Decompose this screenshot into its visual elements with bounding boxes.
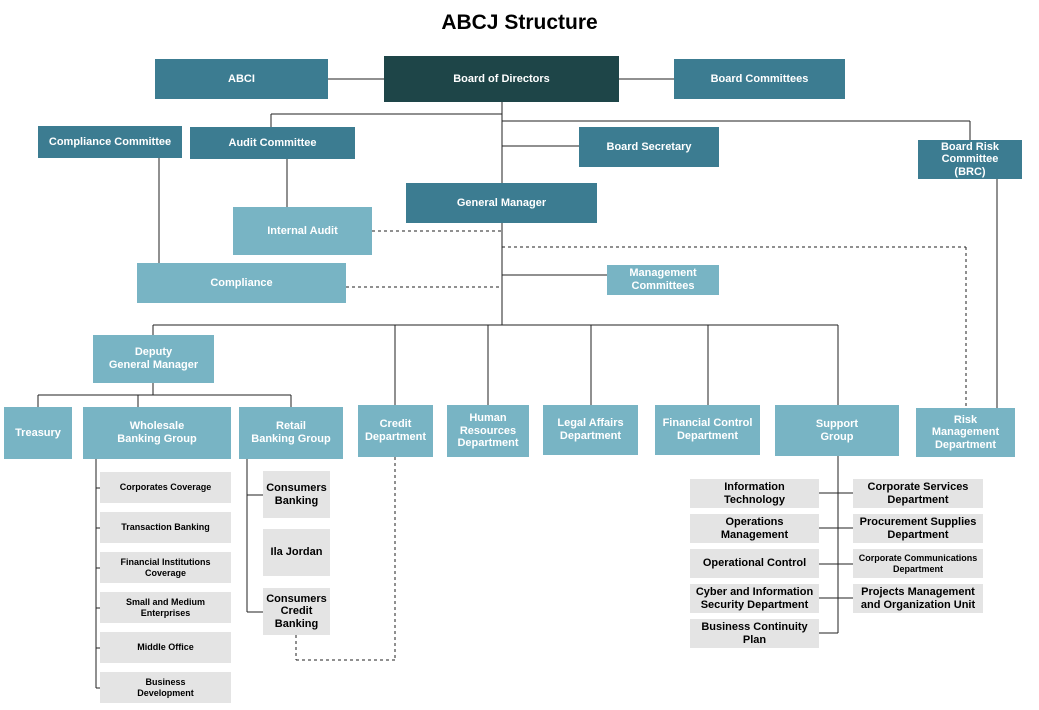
risk-management-department-box: Risk Management Department <box>916 408 1015 457</box>
support-unit-right: Projects Management and Organization Uni… <box>853 584 983 613</box>
credit-department-box: Credit Department <box>358 405 433 457</box>
retail-unit: Ila Jordan <box>263 529 330 576</box>
wholesale-unit: Transaction Banking <box>100 512 231 543</box>
treasury-box: Treasury <box>4 407 72 459</box>
support-unit-left: Operational Control <box>690 549 819 578</box>
compliance-committee-box: Compliance Committee <box>38 126 182 158</box>
support-unit-right: Corporate Communications Department <box>853 549 983 578</box>
legal-affairs-department-box: Legal Affairs Department <box>543 405 638 455</box>
abci-box: ABCI <box>155 59 328 99</box>
compliance-box: Compliance <box>137 263 346 303</box>
wholesale-unit: Financial Institutions Coverage <box>100 552 231 583</box>
board-committees-box: Board Committees <box>674 59 845 99</box>
deputy-general-manager-box: Deputy General Manager <box>93 335 214 383</box>
management-committees-box: Management Committees <box>607 265 719 295</box>
audit-committee-box: Audit Committee <box>190 127 355 159</box>
board-of-directors-box: Board of Directors <box>384 56 619 102</box>
support-unit-right: Corporate Services Department <box>853 479 983 508</box>
retail-unit: Consumers Banking <box>263 471 330 518</box>
support-unit-right: Procurement Supplies Department <box>853 514 983 543</box>
internal-audit-box: Internal Audit <box>233 207 372 255</box>
retail-unit: Consumers Credit Banking <box>263 588 330 635</box>
general-manager-box: General Manager <box>406 183 597 223</box>
wholesale-unit: Business Development <box>100 672 231 703</box>
support-unit-left: Cyber and Information Security Departmen… <box>690 584 819 613</box>
support-group-box: Support Group <box>775 405 899 456</box>
wholesale-unit: Corporates Coverage <box>100 472 231 503</box>
wholesale-unit: Middle Office <box>100 632 231 663</box>
support-unit-left: Information Technology <box>690 479 819 508</box>
retail-banking-group-box: Retail Banking Group <box>239 407 343 459</box>
support-unit-left: Business Continuity Plan <box>690 619 819 648</box>
wholesale-banking-group-box: Wholesale Banking Group <box>83 407 231 459</box>
chart-title: ABCJ Structure <box>441 11 598 34</box>
support-unit-left: Operations Management <box>690 514 819 543</box>
board-secretary-box: Board Secretary <box>579 127 719 167</box>
financial-control-department-box: Financial Control Department <box>655 405 760 455</box>
human-resources-department-box: Human Resources Department <box>447 405 529 457</box>
board-risk-committee-box: Board Risk Committee (BRC) <box>918 140 1022 179</box>
wholesale-unit: Small and Medium Enterprises <box>100 592 231 623</box>
